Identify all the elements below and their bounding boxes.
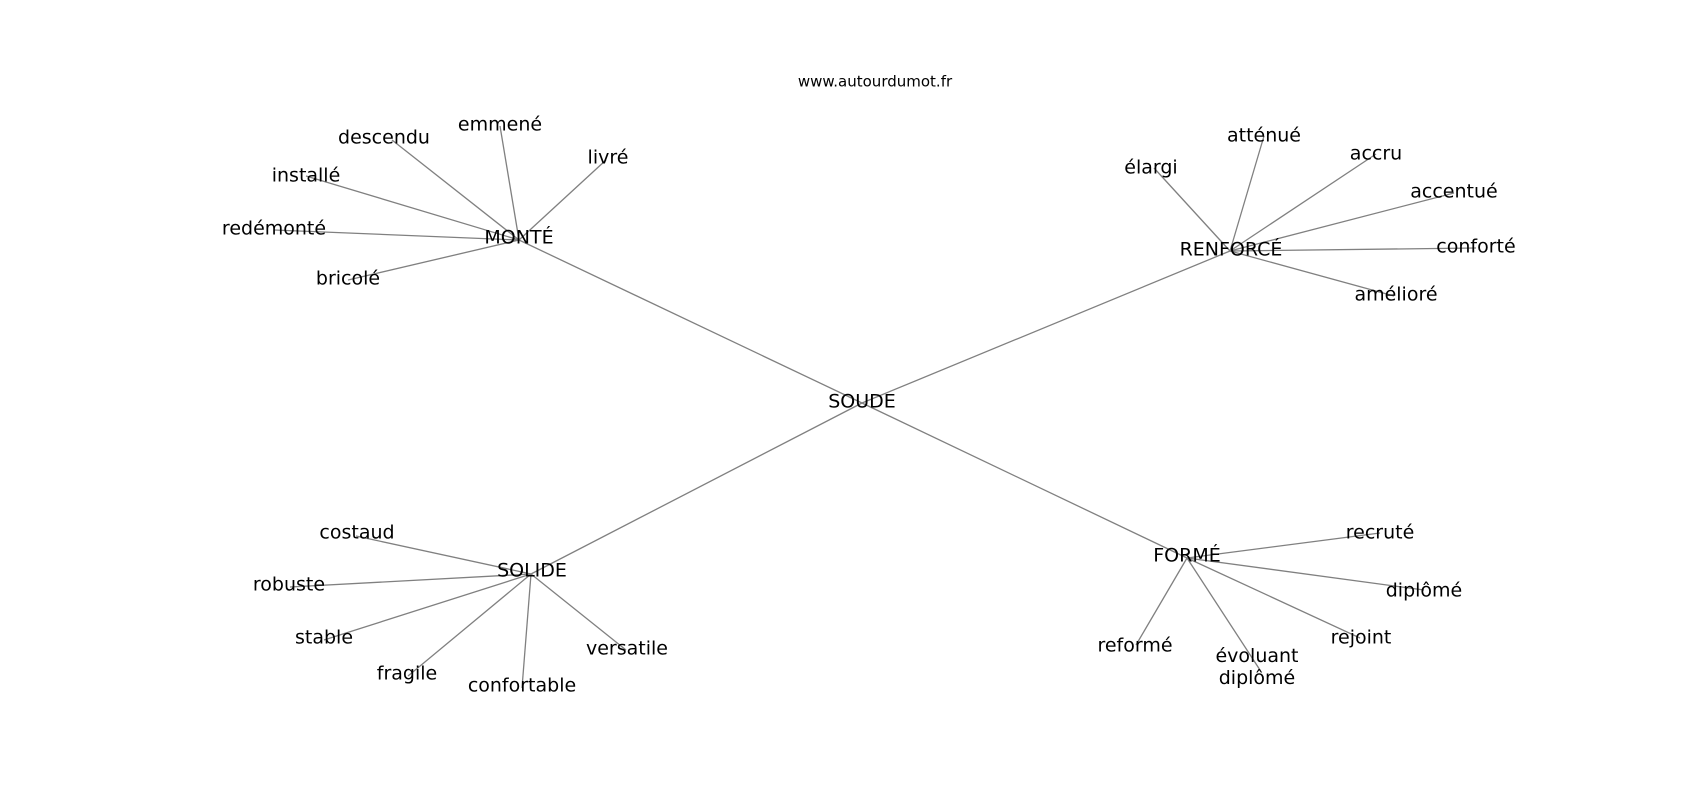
- forme-edges: [1135, 532, 1425, 671]
- word-recrute[interactable]: recruté: [1346, 522, 1415, 544]
- edge-renforce-word: [1229, 135, 1265, 252]
- edge-solide-word: [323, 573, 532, 641]
- word-livre[interactable]: livré: [588, 147, 629, 169]
- edge-solide-word: [521, 573, 532, 689]
- edge-forme-word: [1186, 557, 1361, 639]
- edge-renforce-word: [1153, 167, 1231, 252]
- monte-edges: [273, 125, 607, 281]
- edge-forme-word: [1186, 557, 1261, 671]
- word-accru[interactable]: accru: [1350, 143, 1402, 165]
- solide-edges: [289, 535, 627, 689]
- edge-soude-forme: [861, 402, 1188, 559]
- edge-monte-word: [391, 139, 520, 241]
- edge-monte-word: [347, 239, 520, 281]
- edge-solide-word: [530, 573, 627, 651]
- word-attenue[interactable]: atténué: [1227, 125, 1301, 147]
- word-confortable[interactable]: confortable: [468, 675, 576, 697]
- word-versatile[interactable]: versatile: [586, 638, 668, 660]
- word-installe[interactable]: installé: [272, 165, 341, 187]
- word-robuste[interactable]: robuste: [253, 574, 325, 596]
- edge-soude-solide: [530, 402, 863, 575]
- edge-soude-renforce: [861, 250, 1231, 404]
- edge-renforce-word: [1229, 247, 1477, 252]
- hub-monte[interactable]: MONTÉ: [484, 226, 553, 249]
- word-diplome[interactable]: diplômé: [1386, 580, 1463, 602]
- edge-forme-word: [1186, 532, 1381, 559]
- word-ameliore[interactable]: amélioré: [1354, 284, 1437, 306]
- site-watermark: www.autourdumot.fr: [798, 73, 953, 91]
- renforce-edges: [1153, 135, 1477, 297]
- edge-forme-word: [1186, 557, 1425, 591]
- hub-renforce[interactable]: RENFORCÉ: [1180, 238, 1283, 261]
- edge-soude-monte: [518, 239, 863, 404]
- word-elargi[interactable]: élargi: [1124, 157, 1177, 179]
- hub-forme[interactable]: FORMÉ: [1153, 544, 1220, 567]
- word-reforme[interactable]: reformé: [1097, 635, 1172, 657]
- word-conforte[interactable]: conforté: [1436, 236, 1515, 258]
- edge-monte-word: [518, 159, 607, 241]
- hub-edges: [518, 239, 1231, 575]
- edge-renforce-word: [1229, 250, 1395, 297]
- edge-monte-word: [305, 175, 520, 241]
- word-descendu[interactable]: descendu: [338, 127, 430, 149]
- edge-solide-word: [407, 573, 532, 677]
- word-accentue[interactable]: accentué: [1410, 181, 1497, 203]
- word-fragile[interactable]: fragile: [377, 663, 437, 685]
- hub-solide[interactable]: SOLIDE: [497, 560, 567, 582]
- edge-solide-word: [289, 573, 532, 588]
- edge-monte-word: [499, 125, 520, 241]
- edge-solide-word: [355, 535, 532, 575]
- edge-renforce-word: [1229, 153, 1377, 252]
- word-costaud[interactable]: costaud: [319, 522, 394, 544]
- word-bricole[interactable]: bricolé: [316, 268, 380, 290]
- word-emmene[interactable]: emmené: [458, 114, 542, 136]
- word-stable[interactable]: stable: [295, 627, 353, 649]
- word-redemonte[interactable]: redémonté: [222, 218, 326, 240]
- edge-forme-word: [1135, 557, 1188, 646]
- center-word[interactable]: SOUDE: [828, 391, 896, 413]
- edge-monte-word: [273, 229, 520, 241]
- word-rejoint[interactable]: rejoint: [1331, 627, 1392, 649]
- edge-renforce-word: [1229, 192, 1455, 252]
